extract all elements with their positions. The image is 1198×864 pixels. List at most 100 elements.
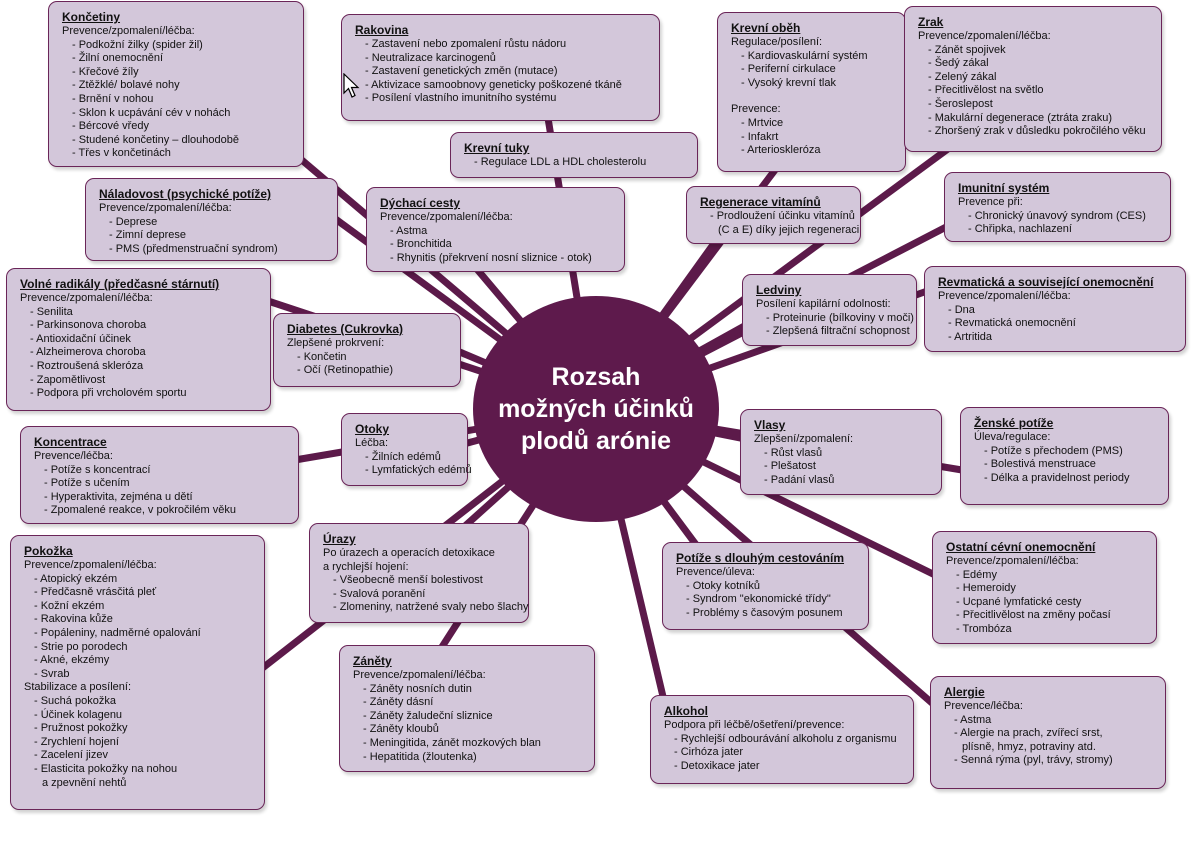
list-item: Prevence/zpomalení/léčba: [20, 292, 153, 304]
list-item: Prevence: [731, 103, 781, 116]
list-item: - Kožní ekzém [34, 599, 105, 612]
list-item: - Růst vlasů [764, 446, 823, 459]
list-item: - Šedý zákal [928, 57, 989, 70]
vlasy-list: Zlepšení/zpomalení:- Růst vlasů- Plešato… [754, 433, 931, 487]
zenske-title: Ženské potíže [974, 416, 1054, 430]
list-item: - Posílení vlastního imunitního systému [365, 92, 557, 105]
list-item: - Deprese [109, 215, 158, 228]
list-item: - Přecitlivělost na změny počasí [956, 609, 1111, 622]
list-item: - Rhynitis (překrvení nosní sliznice - o… [390, 251, 592, 264]
diabetes-list: Zlepšené prokrvení:- Končetin- Očí (Reti… [287, 337, 450, 378]
list-item: Prevence při: [958, 196, 1023, 208]
list-item: - Akné, ekzémy [34, 654, 110, 667]
box-diabetes: Diabetes (Cukrovka)Zlepšené prokrvení:- … [273, 313, 461, 387]
list-item: - Svrab [34, 667, 70, 680]
list-item: Prevence/léčba: [944, 700, 1023, 712]
alergie-list: Prevence/léčba:- Astma- Alergie na prach… [944, 700, 1155, 768]
list-item: - Aktivizace samoobnovy geneticky poškoz… [365, 78, 622, 91]
list-item: - Hepatitida (žloutenka) [363, 750, 477, 763]
krevni-tuky-title: Krevní tuky [464, 141, 530, 155]
box-volne-radikaly: Volné radikály (předčasné stárnutí)Preve… [6, 268, 271, 411]
list-item: - Bolestivá menstruace [984, 458, 1096, 471]
alkohol-title: Alkohol [664, 704, 708, 718]
list-item: Prevence/léčba: [34, 450, 113, 462]
list-item: - Periferní cirkulace [741, 63, 836, 76]
krevni-obeh-title: Krevní oběh [731, 21, 801, 35]
list-item: - Studené končetiny – dlouhodobě [72, 133, 239, 146]
list-item: - Kardiovaskulární systém [741, 49, 868, 62]
list-item: - Otoky kotníků [686, 579, 760, 592]
pokozka-list: Prevence/zpomalení/léčba:- Atopický ekzé… [24, 559, 254, 790]
list-item: - Strie po porodech [34, 640, 128, 653]
box-naladovost: Náladovost (psychické potíže)Prevence/zp… [85, 178, 338, 261]
list-item: - Délka a pravidelnost periody [984, 471, 1130, 484]
volne-radikaly-title: Volné radikály (předčasné stárnutí) [20, 277, 220, 291]
list-item: - Zapomětlivost [30, 373, 106, 386]
list-item: - Suchá pokožka [34, 694, 116, 707]
list-item: a rychlejší hojení: [323, 560, 409, 573]
list-item: Posílení kapilární odolnosti: [756, 298, 891, 310]
list-item: - Zrychlení hojení [34, 735, 119, 748]
list-item: - Ztěžklé/ bolavé nohy [72, 79, 180, 92]
list-item: - Padání vlasů [764, 473, 835, 486]
list-item: - Končetin [297, 350, 347, 363]
pokozka-title: Pokožka [24, 544, 73, 558]
regenerace-title: Regenerace vitamínů [700, 195, 821, 209]
list-item: Prevence/zpomalení/léčba: [353, 669, 486, 681]
list-item: - PMS (předmenstruační syndrom) [109, 242, 278, 255]
list-item: - Mrtvice [741, 116, 784, 129]
list-item: - Alergie na prach, zvířecí srst, [954, 727, 1103, 740]
list-item: - Revmatická onemocnění [948, 317, 1076, 330]
regenerace-list: - Prodloužení účinku vitamínů(C a E) dík… [700, 210, 860, 237]
list-item: - Podkožní žilky (spider žil) [72, 38, 203, 51]
list-item: - Záněty kloubů [363, 723, 439, 736]
koncetiny-list: Prevence/zpomalení/léčba:- Podkožní žilk… [62, 25, 293, 161]
zenske-list: Úleva/regulace:- Potíže s přechodem (PMS… [974, 431, 1158, 485]
krevni-tuky-list: - Regulace LDL a HDL cholesterolu [464, 156, 687, 170]
list-item: - Makulární degenerace (ztráta zraku) [928, 111, 1113, 124]
list-item: - Záněty žaludeční sliznice [363, 709, 493, 722]
list-item: Regulace/posílení: [731, 36, 823, 48]
list-item: - Účinek kolagenu [34, 708, 123, 721]
list-item: - Zacelení jizev [34, 749, 108, 762]
list-item: Po úrazech a operacích detoxikace [323, 547, 495, 559]
list-item: Zlepšení/zpomalení: [754, 433, 854, 445]
volne-radikaly-list: Prevence/zpomalení/léčba:- Senilita- Par… [20, 292, 260, 401]
list-item: (C a E) díky jejich regeneraci [718, 223, 860, 236]
list-item: - Žilních edémů [365, 450, 441, 463]
list-item: - Proteinurie (bílkoviny v moči) [766, 311, 914, 324]
mouse-cursor-icon [343, 73, 360, 98]
list-item: Úleva/regulace: [974, 431, 1051, 443]
list-item: - Senilita [30, 305, 73, 318]
list-item: Prevence/zpomalení/léčba: [918, 30, 1051, 42]
list-item: - Přecitlivělost na světlo [928, 84, 1044, 97]
list-item: - Zhoršený zrak v důsledku pokročilého v… [928, 125, 1146, 138]
list-item: Zlepšené prokrvení: [287, 337, 385, 349]
list-item: - Arterioskleróza [741, 144, 821, 157]
list-item: plísně, hmyz, potraviny atd. [962, 740, 1096, 753]
list-item: - Trombóza [956, 622, 1012, 635]
list-item: - Svalová poranění [333, 587, 426, 600]
list-item: - Zelený zákal [928, 70, 997, 83]
list-item: - Detoxikace jater [674, 759, 760, 772]
list-item: Prevence/zpomalení/léčba: [938, 290, 1071, 302]
list-item: - Alzheimerova choroba [30, 346, 146, 359]
list-item: Prevence/úleva: [676, 566, 755, 578]
list-item: - Atopický ekzém [34, 572, 118, 585]
list-item: - Artritida [948, 330, 993, 343]
zanety-title: Záněty [353, 654, 392, 668]
diabetes-title: Diabetes (Cukrovka) [287, 322, 404, 336]
zrak-list: Prevence/zpomalení/léčba:- Zánět spojive… [918, 30, 1151, 139]
list-item: - Prodloužení účinku vitamínů [710, 210, 855, 222]
alkohol-list: Podpora při léčbě/ošetření/prevence:- Ry… [664, 719, 903, 773]
dychaci-list: Prevence/zpomalení/léčba:- Astma- Bronch… [380, 211, 614, 265]
